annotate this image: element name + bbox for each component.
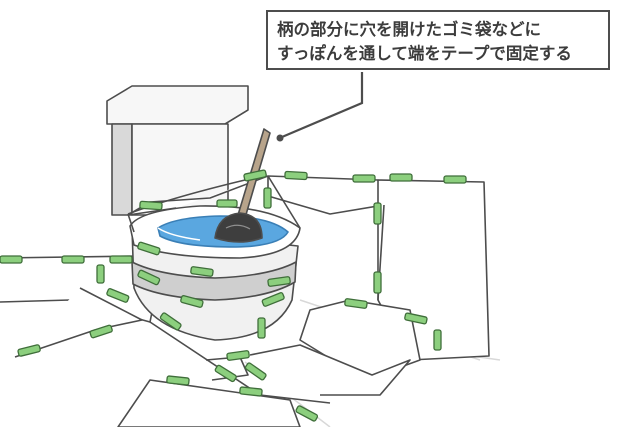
tape-strip xyxy=(243,169,267,182)
tape-strip xyxy=(109,255,133,264)
tape-strip xyxy=(344,298,368,309)
tape-strip xyxy=(267,276,291,287)
tape-strip xyxy=(295,405,319,422)
tape-strip xyxy=(137,269,161,286)
tape-strips xyxy=(0,169,467,422)
tape-strip xyxy=(352,174,376,183)
tape-strip xyxy=(257,317,266,339)
tape-strip xyxy=(214,364,237,383)
tape-strip xyxy=(373,202,382,225)
tape-strip xyxy=(166,375,190,386)
bag-over-rim xyxy=(127,175,301,233)
tape-strip xyxy=(433,329,442,351)
tape-strip xyxy=(190,266,214,277)
tape-strip xyxy=(404,312,428,325)
tape-strip xyxy=(244,362,267,381)
tape-strip xyxy=(139,200,163,211)
toilet-tank xyxy=(106,85,249,216)
tape-strip xyxy=(106,288,130,303)
caption-line-1: 柄の部分に穴を開けたゴミ袋などに xyxy=(277,20,541,39)
tape-strip xyxy=(159,312,182,331)
tape-strip xyxy=(96,264,105,284)
tape-strip xyxy=(226,350,250,361)
tape-strip xyxy=(180,295,204,308)
callout-pointer-dot xyxy=(276,134,284,142)
tape-strip xyxy=(137,241,161,256)
tape-strip xyxy=(17,344,41,357)
tape-strip xyxy=(373,271,382,294)
tape-strip xyxy=(61,255,85,264)
tape-strip xyxy=(0,255,23,264)
toilet-bowl xyxy=(129,205,301,341)
tape-strip xyxy=(261,292,285,307)
caption-line-2: すっぽんを通して端をテープで固定する xyxy=(277,44,572,63)
instruction-caption-box: 柄の部分に穴を開けたゴミ袋などに すっぽんを通して端をテープで固定する xyxy=(266,10,610,70)
callout-leader xyxy=(281,72,364,139)
tape-strip xyxy=(389,173,413,182)
tape-strip xyxy=(89,324,113,339)
tape-strip xyxy=(443,175,467,184)
tape-strip xyxy=(239,386,263,397)
tape-strip xyxy=(284,170,308,181)
tape-strip xyxy=(216,199,238,208)
tape-strip xyxy=(263,187,272,209)
